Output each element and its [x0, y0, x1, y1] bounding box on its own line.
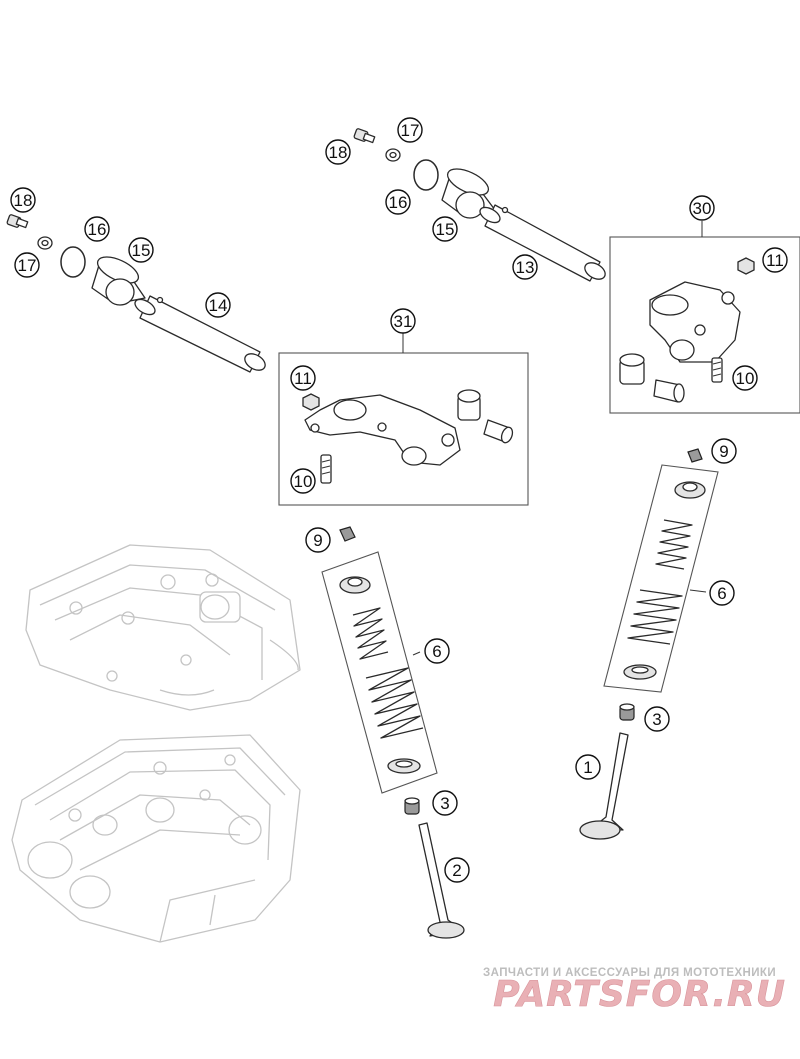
callout-17-right: 17	[397, 117, 423, 143]
callout-6-right: 6	[709, 580, 735, 606]
svg-text:15: 15	[436, 220, 455, 239]
rocker-shaft-14	[134, 295, 266, 373]
callout-31: 31	[390, 308, 416, 334]
spring-seat-left	[387, 758, 421, 774]
svg-text:17: 17	[401, 121, 420, 140]
svg-text:6: 6	[717, 584, 726, 603]
callout-11-kit30: 11	[762, 247, 788, 273]
callout-9-left: 9	[305, 527, 331, 553]
callout-15-left: 15	[128, 237, 154, 263]
callout-16-right: 16	[385, 189, 411, 215]
callout-3-right: 3	[644, 706, 670, 732]
valve-keeper-9-left	[339, 526, 356, 542]
svg-text:30: 30	[693, 199, 712, 218]
watermark: ЗАПЧАСТИ И АКСЕССУАРЫ ДЛЯ МОТОТЕХНИКИ PA…	[483, 967, 786, 1015]
callout-17-left: 17	[14, 252, 40, 278]
callout-10-kit30: 10	[732, 365, 758, 391]
cylinder-head-cover-outline	[25, 544, 301, 711]
valve-spring-kit-left	[321, 526, 465, 939]
rocker-arm-31	[304, 394, 461, 466]
nut-11-kit31	[302, 393, 320, 411]
o-ring-16-left	[60, 246, 86, 278]
valve-seal-3-left	[404, 797, 420, 815]
spring-kit-right-frame	[603, 464, 719, 693]
watermark-logo: PARTSFOR.RU	[493, 974, 786, 1015]
callout-3-left: 3	[432, 790, 458, 816]
callout-9-right: 9	[711, 438, 737, 464]
callout-30: 30	[689, 195, 715, 221]
watermark-tagline: ЗАПЧАСТИ И АКСЕССУАРЫ ДЛЯ МОТОТЕХНИКИ	[483, 967, 776, 979]
bearing-15-right	[441, 168, 496, 219]
svg-text:11: 11	[294, 369, 312, 388]
adjust-screw-10-kit31	[320, 454, 332, 484]
svg-text:2: 2	[452, 861, 461, 880]
inner-spring-left	[352, 607, 389, 660]
callout-2: 2	[444, 857, 470, 883]
svg-text:14: 14	[209, 296, 228, 315]
callout-16-left: 16	[84, 216, 110, 242]
cylinder-head-outline	[11, 734, 301, 943]
valve-2	[418, 822, 465, 939]
spring-retainer-left	[339, 576, 371, 594]
rocker-arm-30	[649, 281, 741, 363]
svg-text:9: 9	[313, 531, 322, 550]
valve-1	[579, 732, 629, 840]
svg-text:13: 13	[516, 258, 535, 277]
svg-text:16: 16	[88, 220, 107, 239]
rocker-arm-kit-31	[278, 333, 529, 506]
rocker-arm-kit-30	[609, 221, 800, 414]
spring-kit-left-frame	[321, 551, 438, 794]
svg-text:17: 17	[18, 256, 37, 275]
outer-spring-right	[627, 589, 683, 645]
o-ring-16-right	[413, 159, 439, 191]
callout-15-right: 15	[432, 216, 458, 242]
svg-text:6: 6	[432, 642, 441, 661]
valve-seal-3-right	[619, 703, 635, 721]
spring-seat-right	[623, 664, 657, 680]
callout-1: 1	[575, 754, 601, 780]
rocker-shaft-group-left	[6, 214, 266, 373]
svg-text:16: 16	[389, 193, 408, 212]
callout-11-kit31: 11	[290, 365, 316, 391]
svg-text:10: 10	[294, 472, 313, 491]
callout-13: 13	[512, 254, 538, 280]
spring-retainer-right	[674, 481, 706, 499]
callout-18-left: 18	[10, 187, 36, 213]
washer-17-left-hole	[41, 239, 49, 247]
callout-6-left: 6	[424, 638, 450, 664]
screw-18-left	[6, 214, 29, 229]
roller-kit31	[457, 389, 481, 421]
inner-spring-right	[655, 519, 693, 570]
svg-text:3: 3	[652, 710, 661, 729]
valve-keeper-9-right	[687, 448, 703, 463]
outer-spring-left	[365, 667, 424, 739]
screw-18-right	[353, 128, 376, 144]
valve-spring-kit-right	[579, 448, 719, 840]
callout-14: 14	[205, 292, 231, 318]
rocker-shaft-13	[479, 204, 606, 282]
callout-18-right: 18	[325, 139, 351, 165]
nut-11-kit30	[737, 257, 755, 275]
svg-text:3: 3	[440, 794, 449, 813]
svg-text:9: 9	[719, 442, 728, 461]
pin-kit31	[483, 419, 514, 444]
kit-30-frame	[609, 236, 800, 414]
rocker-shaft-group-right	[353, 128, 606, 282]
svg-text:15: 15	[132, 241, 151, 260]
pin-kit30	[653, 379, 685, 403]
bearing-15-left	[91, 256, 146, 306]
svg-text:1: 1	[583, 758, 592, 777]
callout-10-kit31: 10	[290, 468, 316, 494]
svg-text:11: 11	[766, 251, 784, 270]
washer-17-right-hole	[389, 151, 397, 159]
svg-text:18: 18	[329, 143, 348, 162]
svg-text:10: 10	[736, 369, 755, 388]
svg-text:18: 18	[14, 191, 33, 210]
adjust-screw-10-kit30	[711, 357, 723, 383]
svg-text:31: 31	[394, 312, 413, 331]
roller-kit30	[619, 353, 645, 385]
